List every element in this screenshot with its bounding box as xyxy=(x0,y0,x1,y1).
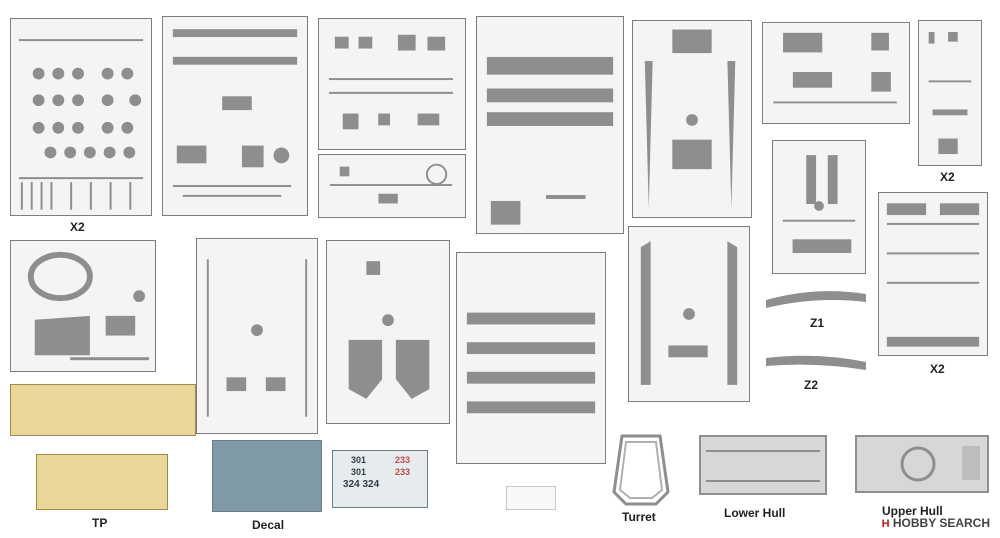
fender-parts xyxy=(172,29,298,197)
photo-etch-sheet-1 xyxy=(10,384,196,436)
decal-number-324: 324 324 xyxy=(343,479,380,490)
sprue-x2-large xyxy=(878,192,988,356)
sprue-detail-1 xyxy=(196,238,318,434)
decal-sheet-numbers: 301 301 324 324 233 233 xyxy=(332,450,428,508)
turret-shell xyxy=(612,434,670,506)
sprue-wheels xyxy=(10,18,152,216)
sprue-turret-parts xyxy=(10,240,156,372)
hobby-search-logo-icon: H xyxy=(881,518,890,530)
x2-large-parts xyxy=(886,203,980,347)
detail-parts-2 xyxy=(348,261,430,399)
detail-parts-4 xyxy=(640,241,738,385)
label-z2: Z2 xyxy=(804,378,819,392)
photo-etch-sheet-2 xyxy=(36,454,168,510)
wheel-parts xyxy=(18,39,144,210)
small-parts-1 xyxy=(328,34,454,130)
label-turret: Turret xyxy=(622,510,656,524)
sprue-fenders xyxy=(162,16,308,216)
sprue-small-parts-2 xyxy=(318,154,466,218)
clear-part xyxy=(506,486,556,510)
turret-parts xyxy=(27,251,149,361)
sprue-side-plates xyxy=(632,20,752,218)
label-lower-hull: Lower Hull xyxy=(724,506,786,520)
label-x2-wheels: X2 xyxy=(70,220,85,234)
label-x2-large: X2 xyxy=(930,362,945,376)
sprue-hatches xyxy=(762,22,910,124)
track-parts xyxy=(486,56,614,225)
label-upper-hull: Upper Hull xyxy=(882,504,943,518)
track-link-z1 xyxy=(766,291,866,308)
sprue-x2-small xyxy=(918,20,982,166)
decal-number-233a: 233 xyxy=(395,455,411,465)
sprue-detail-3 xyxy=(456,252,606,464)
label-z1: Z1 xyxy=(810,316,825,330)
sprue-small-parts-1 xyxy=(318,18,466,150)
decal-number-233b: 233 xyxy=(395,467,411,477)
watermark: H HOBBY SEARCH xyxy=(882,516,990,530)
label-x2-small: X2 xyxy=(940,170,955,184)
lower-hull xyxy=(699,435,827,495)
sprue-track-parts xyxy=(476,16,624,234)
x2-small-parts xyxy=(928,31,972,155)
detail-parts-3 xyxy=(466,312,596,414)
sprue-z1 xyxy=(772,140,866,274)
upper-hull xyxy=(855,435,989,493)
label-tp: TP xyxy=(92,516,108,530)
sprue-detail-4 xyxy=(628,226,750,402)
side-plates xyxy=(644,29,736,209)
detail-parts-1 xyxy=(206,259,308,417)
z1-parts xyxy=(782,155,856,253)
hatches xyxy=(773,32,897,104)
decal-sheet-main xyxy=(212,440,322,512)
sprue-detail-2 xyxy=(326,240,450,424)
track-link-z2 xyxy=(766,355,866,370)
decal-number-301b: 301 xyxy=(351,467,367,477)
label-decal: Decal xyxy=(252,518,285,532)
watermark-text: HOBBY SEARCH xyxy=(892,516,990,530)
decal-number-301a: 301 xyxy=(351,455,367,465)
small-parts-2 xyxy=(330,163,453,204)
